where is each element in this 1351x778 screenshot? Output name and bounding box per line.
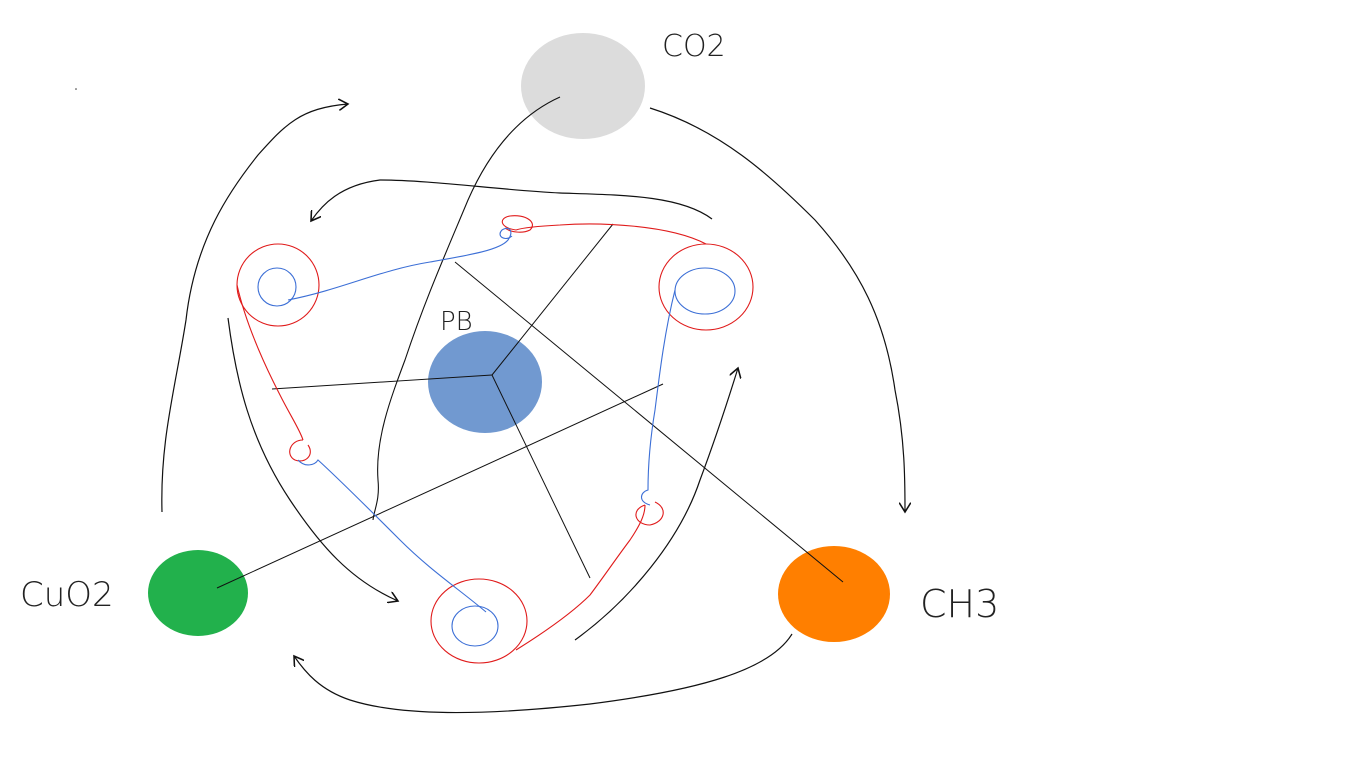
connector-lines (216, 223, 844, 589)
arrow-top-to-ch3 (649, 107, 905, 512)
label-center: PB (440, 307, 473, 337)
wavy-line-from-co2 (372, 96, 561, 521)
arrow-inner-top (311, 179, 713, 221)
arrow-left-up (161, 104, 348, 513)
label-left: CuO2 (20, 575, 114, 615)
stray-dot (75, 88, 77, 90)
node-right (778, 546, 890, 642)
node-top (521, 33, 645, 139)
ring-top-left (236, 243, 320, 327)
arrow-ch3-to-left (294, 633, 793, 714)
cycle-arrows (161, 104, 905, 714)
label-top: CO2 (662, 29, 726, 64)
ring-bottom (430, 578, 528, 664)
node-center (428, 331, 542, 433)
red-connections (236, 215, 707, 651)
arrow-inner-left (227, 317, 398, 601)
label-right: CH3 (920, 582, 999, 626)
arrow-inner-right (574, 368, 738, 641)
ring-top-right (658, 243, 754, 331)
blue-connections (287, 227, 676, 613)
node-left (148, 550, 248, 636)
